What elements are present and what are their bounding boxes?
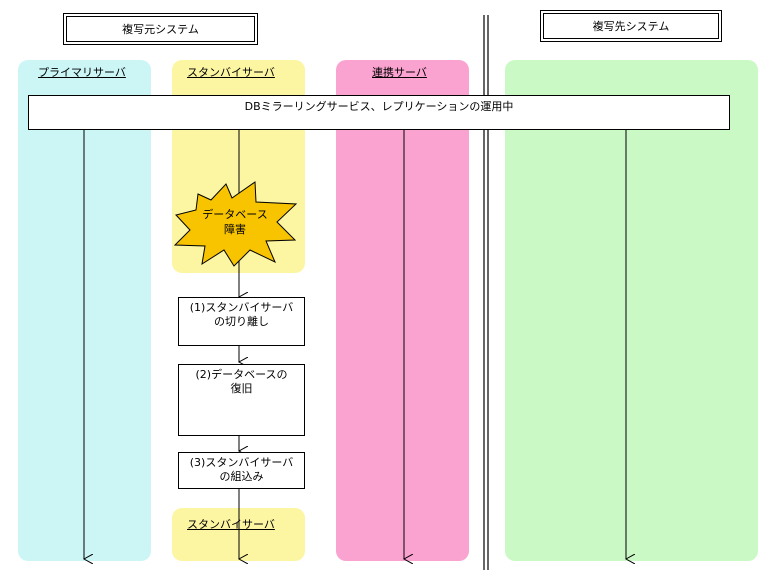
step-rejoin-standby: (3)スタンバイサーバ の組込み <box>178 452 305 489</box>
operation-banner-text: DBミラーリングサービス、レプリケーションの運用中 <box>244 100 514 113</box>
step3-line1: (3)スタンバイサーバ <box>189 456 294 469</box>
source-system-label: 複写元システム <box>122 23 199 36</box>
database-failure-label: データベース 障害 <box>185 207 285 237</box>
primary-server-title: プライマリサーバ <box>38 66 126 79</box>
target-system-label: 複写先システム <box>592 20 670 33</box>
step1-line2: の切り離し <box>214 315 269 328</box>
step2-line2: 復旧 <box>230 382 253 395</box>
target-system-box: 複写先システム <box>540 10 722 42</box>
linkage-server-lane <box>336 60 469 561</box>
failure-line2: 障害 <box>224 223 246 236</box>
step-detach-standby: (1)スタンバイサーバ の切り離し <box>178 297 305 346</box>
step-recover-database: (2)データベースの 復旧 <box>178 364 305 436</box>
standby-server-rejoined-title: スタンバイサーバ <box>187 518 275 531</box>
database-failure-burst <box>173 181 298 267</box>
step1-line1: (1)スタンバイサーバ <box>189 301 294 314</box>
source-system-box: 複写元システム <box>63 13 258 45</box>
step3-line2: の組込み <box>219 470 264 483</box>
standby-server-title: スタンバイサーバ <box>187 66 275 79</box>
step2-line1: (2)データベースの <box>195 368 288 381</box>
target-system-lane <box>505 60 758 561</box>
linkage-server-title: 連携サーバ <box>372 66 427 79</box>
operation-banner: DBミラーリングサービス、レプリケーションの運用中 <box>28 95 730 130</box>
failure-line1: データベース <box>202 208 268 221</box>
